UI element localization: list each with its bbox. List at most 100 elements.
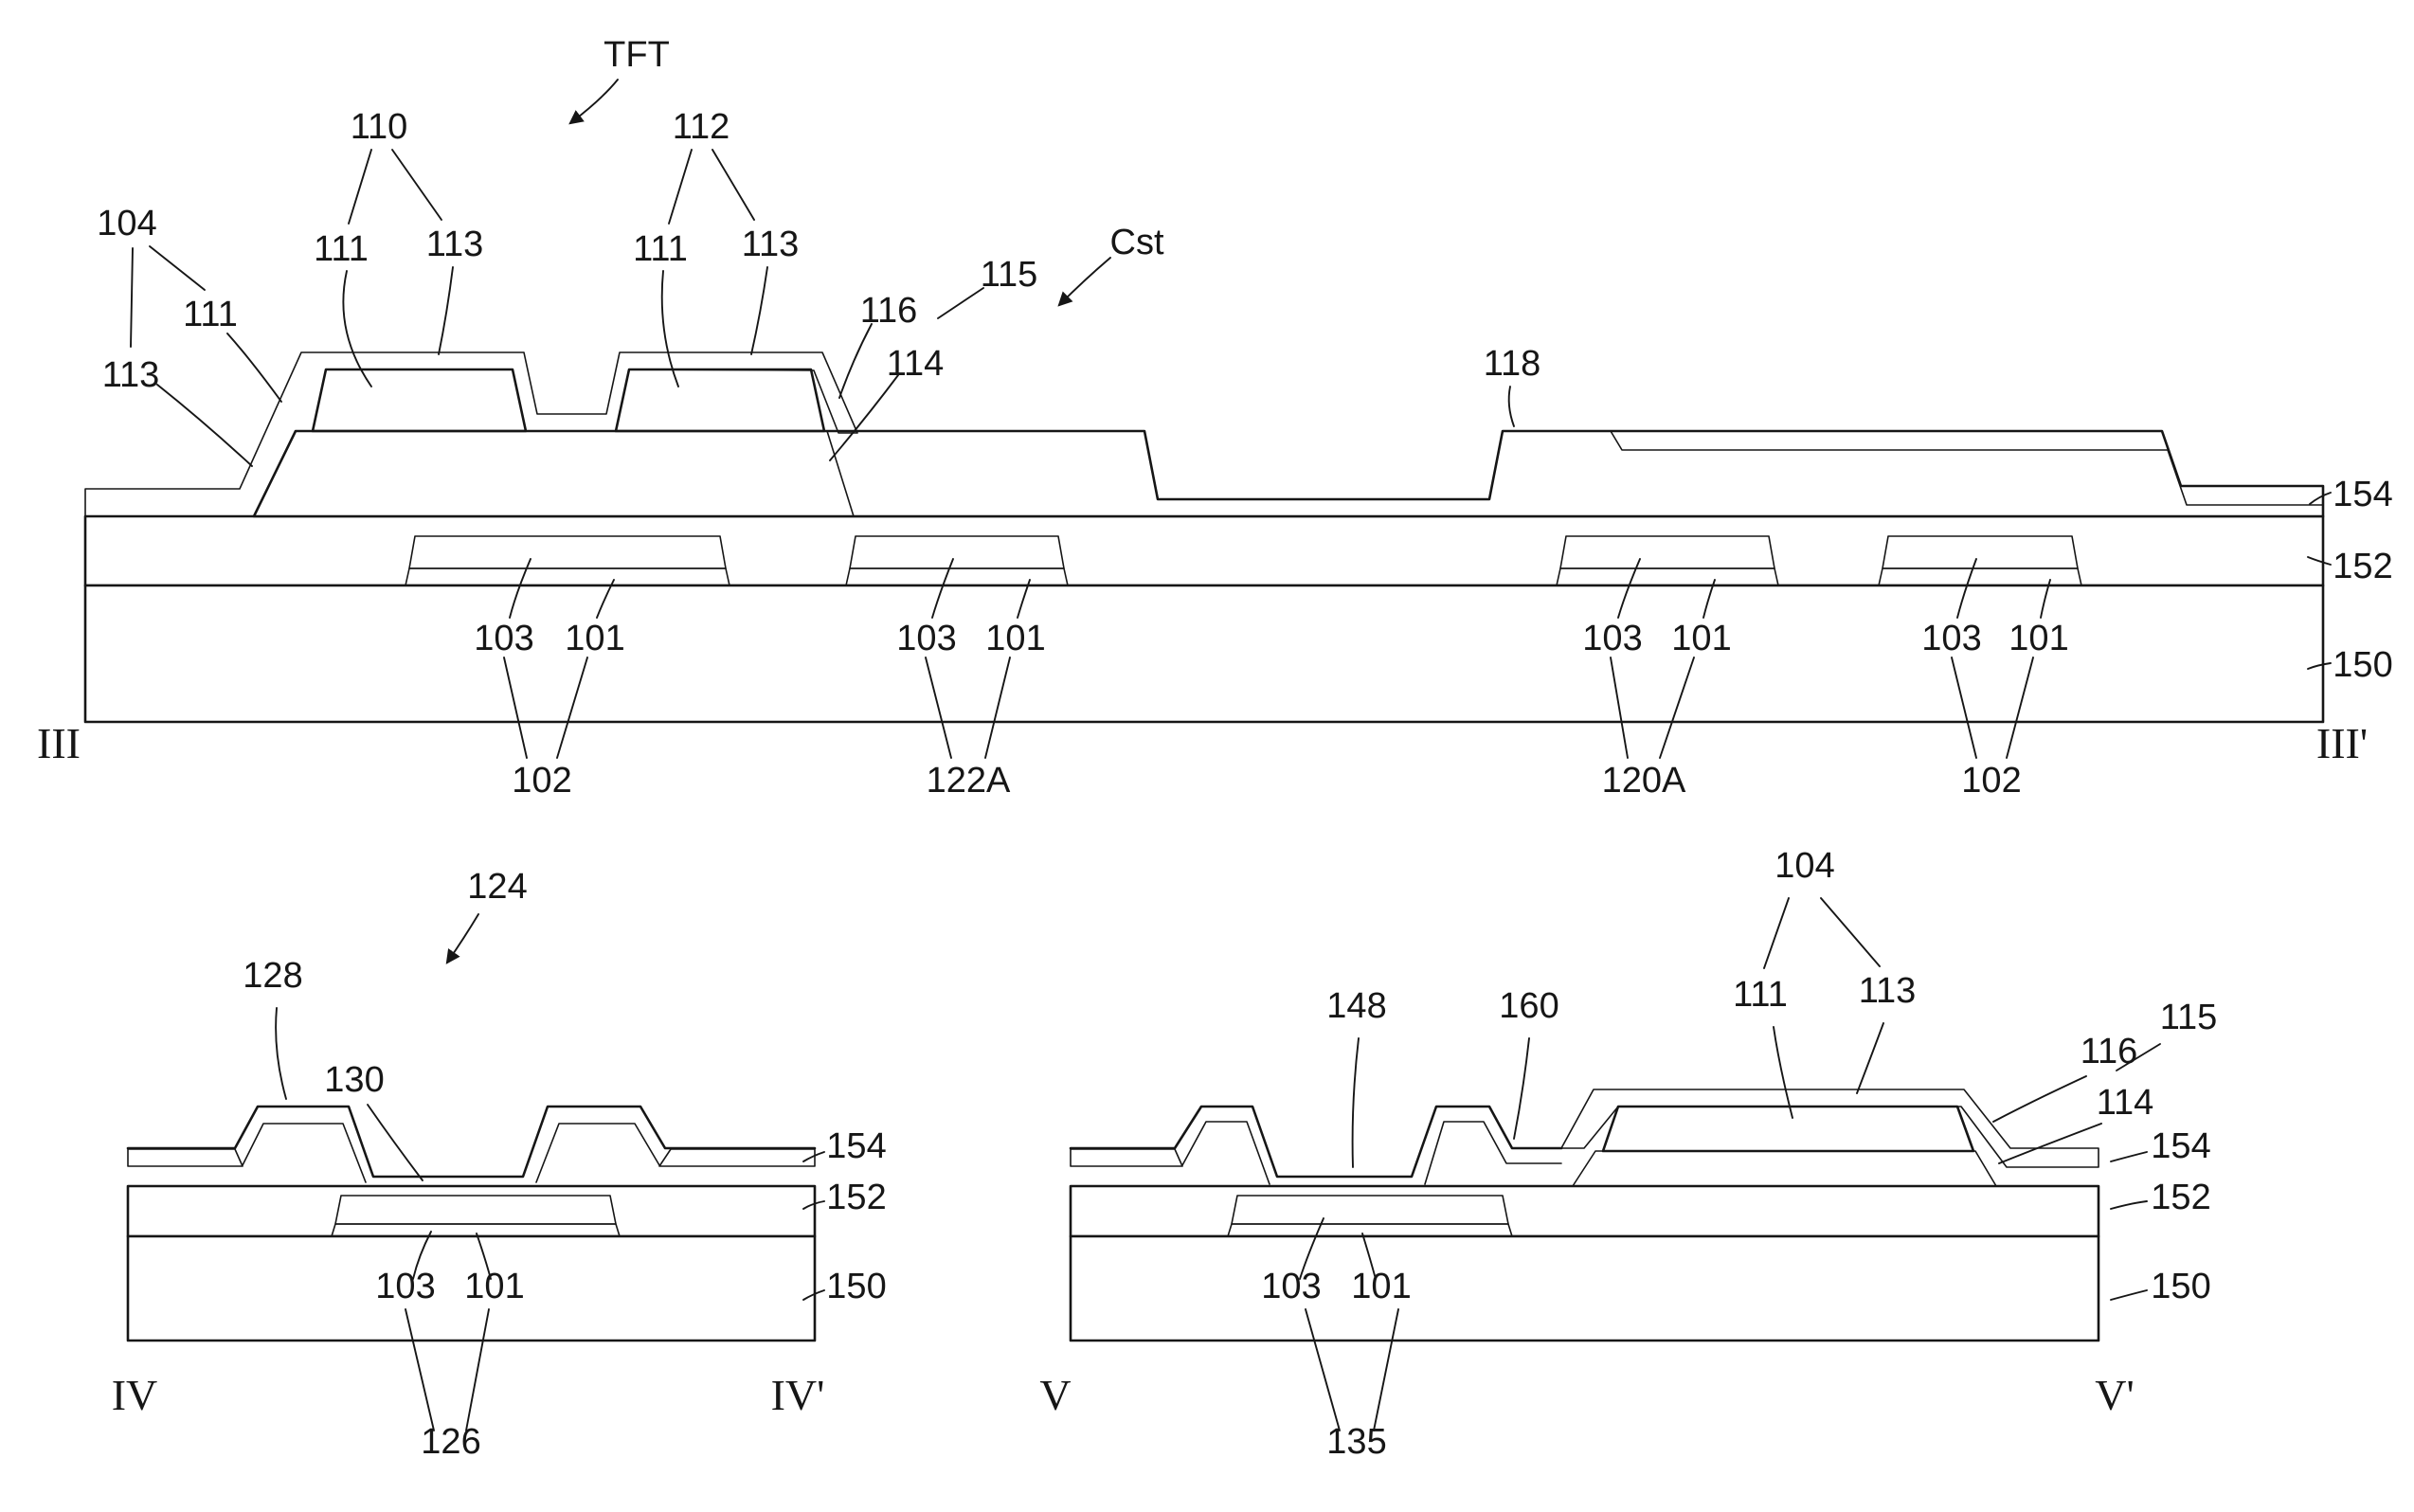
label-113-v: 113 (1859, 971, 1917, 1011)
inner-line-hump-148 (1181, 1121, 1270, 1185)
label-115-v: 115 (2160, 998, 2218, 1037)
coating-154-left-v (1070, 1148, 1183, 1167)
leader-103-pair3 (1617, 558, 1641, 619)
inner-line-hump-160 (1424, 1121, 1562, 1185)
cst-arrow (1057, 257, 1111, 307)
label-154-iv: 154 (826, 1126, 886, 1166)
leader-111-gate-right (660, 270, 679, 387)
label-103-pair2: 103 (896, 619, 956, 658)
tft-arrow (568, 79, 619, 125)
bracket-115-top (937, 287, 984, 319)
tick-152-v (2110, 1200, 2148, 1210)
electrode-band-118 (1610, 430, 2324, 506)
leader-113-gate-right (750, 266, 768, 355)
electrode-101-strip-1 (405, 567, 730, 586)
section-mark-iv-prime: IV' (771, 1371, 825, 1419)
electrode-101-strip-iv (331, 1223, 621, 1237)
gate-stack-left-111 (311, 368, 528, 433)
inner-line-hump-left-iv (242, 1123, 367, 1183)
label-113-slope: 113 (102, 355, 160, 395)
vee-102-left-b (556, 657, 588, 759)
layer-substrate-150 (83, 584, 2325, 724)
vee-120a-b (1659, 657, 1695, 759)
fan-104v-left (1763, 897, 1790, 969)
leader-114-top (829, 374, 899, 461)
label-104-top: 104 (97, 204, 156, 243)
leader-113-slope (156, 384, 253, 467)
profile-outline-iv (126, 1105, 817, 1179)
label-111-v: 111 (1733, 975, 1788, 1015)
leader-118 (1507, 386, 1515, 427)
label-102-left: 102 (512, 761, 571, 801)
label-101-pair3: 101 (1671, 619, 1731, 658)
label-118: 118 (1484, 344, 1541, 384)
leader-116-top (838, 323, 873, 399)
label-103-pair3: 103 (1582, 619, 1642, 658)
leader-101-pair1 (596, 579, 615, 619)
label-135: 135 (1326, 1422, 1386, 1462)
leader-101-iv (476, 1233, 492, 1280)
fan-104v-right (1820, 897, 1881, 967)
label-120a: 120A (1602, 761, 1686, 801)
bracket-115-v (2116, 1043, 2161, 1071)
label-101-pair1: 101 (565, 619, 624, 658)
fan-110-left (348, 149, 372, 225)
tick-150-sec3 (2307, 662, 2332, 670)
section-mark-v: V (1039, 1371, 1071, 1419)
leader-103-pair2 (931, 558, 954, 619)
layer-body-116 (252, 429, 2325, 518)
label-152-sec3: 152 (2333, 547, 2392, 586)
label-115-top: 115 (981, 255, 1038, 295)
layer-insulator-152-iv (126, 1184, 817, 1238)
label-111-gate-right: 111 (633, 229, 688, 269)
inner-line-hump-right-iv (535, 1123, 660, 1183)
electrode-101-strip-v (1227, 1223, 1513, 1237)
label-111-slope: 111 (183, 295, 238, 334)
leader-113-v (1856, 1022, 1884, 1094)
fan-112-left (668, 149, 693, 225)
label-102-right: 102 (1961, 761, 2021, 801)
leader-114-v (1998, 1123, 2102, 1164)
label-130: 130 (324, 1060, 384, 1100)
leader-111-gate-left (342, 270, 372, 387)
vee-102-right-b (2006, 657, 2034, 759)
vee-135-a (1305, 1308, 1341, 1431)
label-103-pair1: 103 (474, 619, 533, 658)
label-111-gate-left: 111 (314, 229, 369, 269)
gate-stack-right-111 (614, 368, 826, 433)
label-101-v: 101 (1351, 1267, 1411, 1306)
label-114-v: 114 (2097, 1083, 2154, 1123)
label-152-v: 152 (2151, 1178, 2210, 1217)
label-122a: 122A (927, 761, 1011, 801)
vee-102-right-a (1951, 657, 1977, 759)
label-150-iv: 150 (826, 1267, 886, 1306)
label-126: 126 (421, 1422, 480, 1462)
leader-148 (1351, 1037, 1360, 1168)
arrow-124 (445, 913, 479, 964)
label-113-gate-left: 113 (426, 225, 484, 264)
layer-substrate-150-iv (126, 1234, 817, 1342)
leader-113-gate-left (438, 266, 454, 355)
fan-112-right (712, 149, 755, 221)
vee-126-a (405, 1308, 435, 1431)
coating-113-over-tft (84, 351, 858, 517)
leader-111-v (1773, 1026, 1793, 1119)
label-154-sec3: 154 (2333, 475, 2392, 514)
label-148: 148 (1326, 986, 1386, 1026)
label-152-iv: 152 (826, 1178, 886, 1217)
capacitor-electrode-111-v (1601, 1105, 1975, 1153)
section-mark-v-prime: V' (2095, 1371, 2135, 1419)
electrode-101-strip-2 (845, 567, 1069, 586)
leader-103-iv (412, 1231, 432, 1280)
label-103-v: 103 (1261, 1267, 1321, 1306)
leader-101-v (1361, 1233, 1377, 1280)
layer-insulator-152-v (1069, 1184, 2100, 1238)
section-mark-iv: IV (112, 1371, 158, 1419)
layer-plus-114-v (1572, 1150, 1997, 1187)
tick-150-v (2110, 1289, 2148, 1301)
section-mark-iii: III (37, 719, 81, 767)
tick-152-sec3 (2307, 556, 2332, 566)
section-v: 104 111 113 148 160 115 116 114 154 152 … (1039, 846, 2217, 1462)
label-154-v: 154 (2151, 1126, 2210, 1166)
label-112: 112 (673, 107, 730, 147)
